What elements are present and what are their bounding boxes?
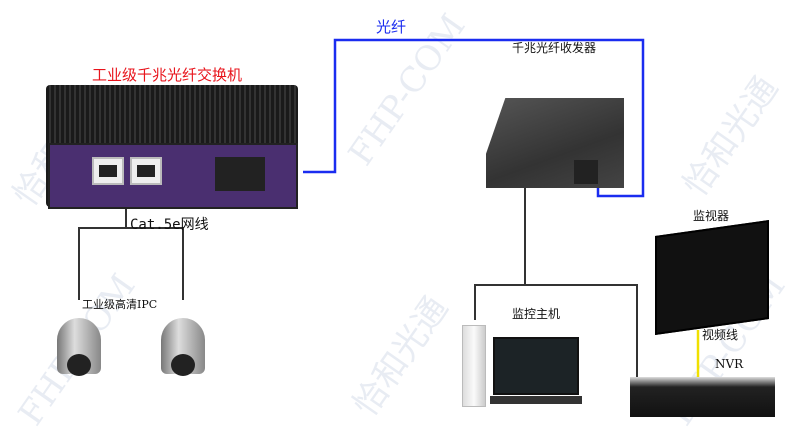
nvr-device [630,377,775,417]
keyboard [490,396,582,404]
pc-monitor [493,337,579,395]
ip-camera [57,318,101,376]
cat5e-branch [78,227,184,300]
fiber-line [303,38,645,198]
host-nvr-cable [474,284,638,382]
camera-label: 工业级高清IPC [82,298,158,311]
rj45-port [130,157,162,185]
fiber-label: 光纤 [376,18,407,36]
video-cable-label: 视频线 [702,328,739,342]
transceiver-label: 千兆光纤收发器 [512,41,597,55]
pc-tower [462,325,486,407]
monitor-label: 监视器 [693,209,730,223]
fiber-port [215,157,265,191]
industrial-switch [46,85,298,209]
display-monitor [655,219,769,336]
rj45-port [92,157,124,185]
cable-label: Cat.5e网线 [130,217,209,233]
fiber-transceiver [486,98,624,188]
host-label: 监控主机 [512,307,561,321]
switch-label: 工业级千兆光纤交换机 [92,66,243,84]
transceiver-fiber-port [574,160,598,184]
nvr-label: NVR [715,357,744,371]
ip-camera [161,318,205,376]
